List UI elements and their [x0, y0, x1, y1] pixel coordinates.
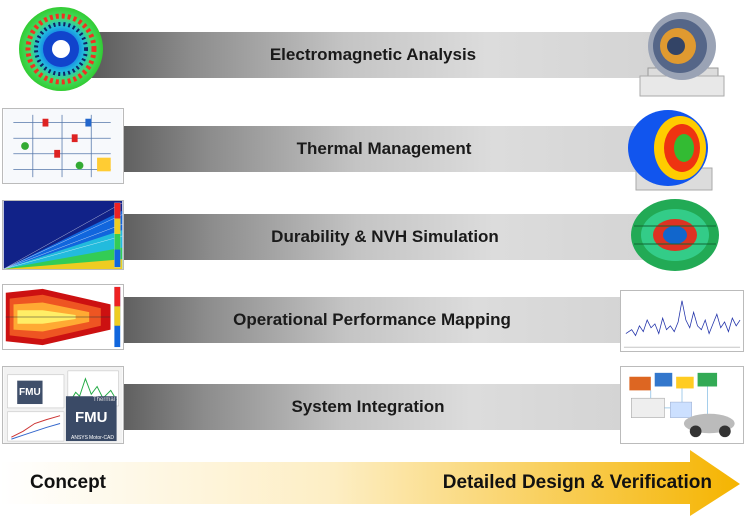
em-3d-motor-image: [636, 6, 728, 100]
stage-label: Electromagnetic Analysis: [269, 45, 477, 64]
fmu-collage-image: FMU FMU Thermal ANSYS Motor-CAD: [2, 366, 124, 444]
timeline-start-label: Concept: [30, 472, 106, 493]
timeline-arrow: [0, 448, 748, 518]
fmu-small-text: FMU: [19, 387, 41, 398]
thermal-network-diagram-image: [2, 108, 124, 184]
durability-3d-stator-image: [628, 196, 722, 274]
stage-label: Operational Performance Mapping: [233, 310, 511, 329]
vehicle-system-diagram-image: [620, 366, 744, 444]
stage-band-thermal: Thermal Management: [110, 126, 658, 172]
stage-label: Durability & NVH Simulation: [271, 227, 499, 246]
efficiency-map-image: [2, 284, 124, 350]
stage-label: Thermal Management: [296, 139, 472, 158]
stage-band-performance: Operational Performance Mapping: [112, 297, 632, 343]
thermal-3d-motor-image: [620, 106, 718, 194]
stage-label: System Integration: [291, 397, 445, 416]
stage-band-system-integration: System Integration: [112, 384, 624, 430]
stage-band-electromagnetic: Electromagnetic Analysis: [88, 32, 658, 78]
fmu-big-text: FMU: [75, 409, 108, 426]
thermal-thumb-text: Thermal: [93, 397, 116, 403]
motorcad-thumb-text: Motor-CAD: [89, 435, 115, 441]
timeline-end-label: Detailed Design & Verification: [442, 472, 712, 493]
stage-band-durability: Durability & NVH Simulation: [112, 214, 658, 260]
em-motor-crosssection-image: [18, 6, 104, 92]
performance-timeseries-plot-image: [620, 290, 744, 352]
ansys-thumb-text: ANSYS: [71, 435, 88, 441]
durability-campbell-plot-image: [2, 200, 124, 270]
